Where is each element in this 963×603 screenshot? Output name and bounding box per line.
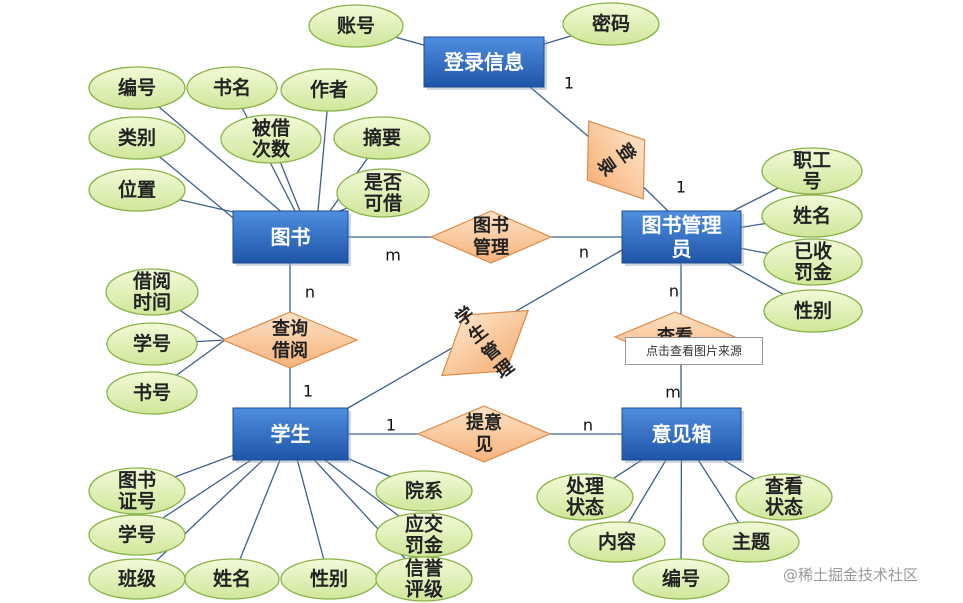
attribute-label: 作者 [310,78,348,101]
entity-login [423,36,545,88]
attribute-student-7 [375,556,473,602]
attribute-student-0 [88,467,186,515]
relationship-login: 登录 [586,120,646,200]
attribute-book-2 [280,68,378,112]
attribute-librarian-1 [761,194,863,238]
attribute-suggestion-3 [735,473,833,521]
relationship-student-manage: 学生管理 [440,302,530,383]
entity-label: 登录信息 [443,50,524,74]
attribute-label: 职工号 [793,150,831,193]
entity-student [232,407,349,461]
attribute-label: 内容 [598,530,636,553]
attribute-student-5 [375,470,473,512]
attribute-label: 书名 [213,76,251,99]
diagram-shapes: 登录图书管理查询借阅学生管理查看提意见登录信息图书图书管理员学生意见箱账号密码编… [88,2,863,602]
attribute-label: 是否可借 [364,172,402,215]
attribute-label: 信誉评级 [405,557,444,601]
attribute-label: 应交罚金 [405,513,444,557]
attribute-label: 借阅时间 [132,270,171,314]
attribute-label: 账号 [337,15,375,37]
attribute-librarian-2 [763,238,863,286]
entity-label: 学生 [271,422,311,446]
attribute-label: 班级 [118,567,156,590]
attribute-label: 编号 [662,567,700,590]
attribute-label: 摘要 [363,126,401,149]
attribute-book-7 [336,168,430,218]
attribute-student-1 [88,514,186,556]
cardinality-book-manage-right: n [579,243,589,262]
relationship-label: 提意见 [466,412,502,456]
attribute-login-1 [562,2,660,46]
attribute-librarian-3 [763,289,863,333]
connector-line [136,87,286,216]
relationship-label: 图书管理 [473,216,509,259]
attribute-label: 姓名 [793,204,831,227]
watermark: @稀土掘金技术社区 [783,566,919,584]
cardinality-login-bottom: 1 [676,178,686,197]
attribute-label: 编号 [118,76,156,99]
relationship-diamond [440,309,530,377]
attribute-label: 图书证号 [118,470,156,513]
attribute-borrow-0 [105,268,199,316]
relationship-diamond [429,210,553,264]
attribute-label: 性别 [794,299,832,322]
image-source-tooltip[interactable]: 点击查看图片来源 [625,337,763,365]
attribute-label: 已收罚金 [794,240,833,284]
attribute-student-3 [184,558,280,600]
entity-label: 意见箱 [652,422,712,446]
relationship-suggest: 提意见 [416,405,552,463]
attribute-book-0 [88,66,186,110]
attribute-book-4 [220,114,322,164]
cardinality-login-top: 1 [564,74,574,93]
relationship-diamond [416,405,552,463]
attribute-label: 被借次数 [252,117,291,161]
attribute-book-5 [333,116,431,160]
cardinality-view-bottom: m [665,383,681,402]
entity-label: 图书管理员 [642,213,722,261]
attribute-label: 学号 [133,332,171,355]
attribute-label: 学号 [118,523,156,546]
attribute-suggestion-4 [702,521,800,563]
attribute-label: 密码 [592,12,630,35]
attribute-label: 性别 [310,567,348,590]
relationship-borrow: 查询借阅 [221,311,359,369]
cardinality-view-top: n [669,282,679,301]
attribute-librarian-0 [761,147,863,195]
cardinality-book-manage-left: m [385,246,401,265]
attribute-label: 主题 [732,531,770,553]
attribute-label: 位置 [118,178,156,201]
attribute-borrow-2 [106,371,198,415]
relationship-label: 查询借阅 [271,318,308,362]
cardinality-borrow-top: n [305,283,315,302]
attribute-login-0 [308,4,404,48]
cardinality-suggest-right: n [583,416,593,435]
entity-book [232,210,349,264]
entity-suggestion [621,407,742,461]
entity-librarian [621,210,742,264]
attribute-suggestion-0 [536,473,634,521]
attribute-borrow-1 [106,322,198,366]
entity-label: 图书 [271,225,311,249]
relationship-book-manage: 图书管理 [429,210,553,264]
attribute-suggestion-1 [568,521,666,563]
attribute-suggestion-2 [632,558,730,600]
attribute-label: 查看状态 [764,475,803,519]
attribute-book-1 [186,66,278,110]
attribute-label: 姓名 [213,567,251,590]
attribute-label: 院系 [405,479,443,502]
cardinality-borrow-bottom: 1 [303,382,313,401]
attribute-label: 书号 [133,382,171,404]
attribute-book-3 [88,116,186,160]
cardinality-suggest-left: 1 [386,416,396,435]
relationship-diamond [221,311,359,369]
attribute-label: 类别 [118,126,156,149]
attribute-label: 处理状态 [565,475,604,519]
relationship-diamond [586,120,646,200]
attribute-book-6 [88,168,186,212]
